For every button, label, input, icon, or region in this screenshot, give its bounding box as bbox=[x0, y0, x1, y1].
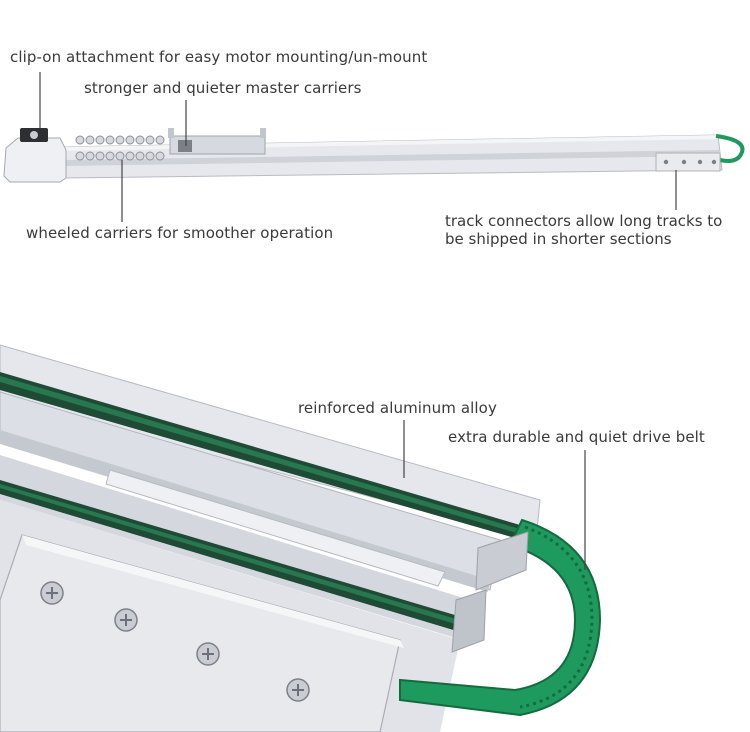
label-clip-on: clip-on attachment for easy motor mounti… bbox=[10, 48, 428, 66]
label-aluminum-alloy: reinforced aluminum alloy bbox=[298, 399, 497, 417]
label-drive-belt: extra durable and quiet drive belt bbox=[448, 428, 705, 446]
track-closeup bbox=[0, 344, 602, 732]
screws bbox=[40, 581, 310, 702]
leader-lines-bottom bbox=[403, 420, 586, 570]
wheeled-carriers bbox=[75, 135, 165, 161]
drive-belt bbox=[399, 518, 602, 717]
label-master-carriers: stronger and quieter master carriers bbox=[84, 79, 362, 97]
top-track bbox=[3, 128, 745, 183]
label-track-connectors-2: be shipped in shorter sections bbox=[445, 230, 672, 248]
label-wheeled-carriers: wheeled carriers for smoother operation bbox=[26, 224, 334, 242]
label-track-connectors-1: track connectors allow long tracks to bbox=[445, 212, 723, 230]
leader-lines-top bbox=[39, 72, 677, 222]
